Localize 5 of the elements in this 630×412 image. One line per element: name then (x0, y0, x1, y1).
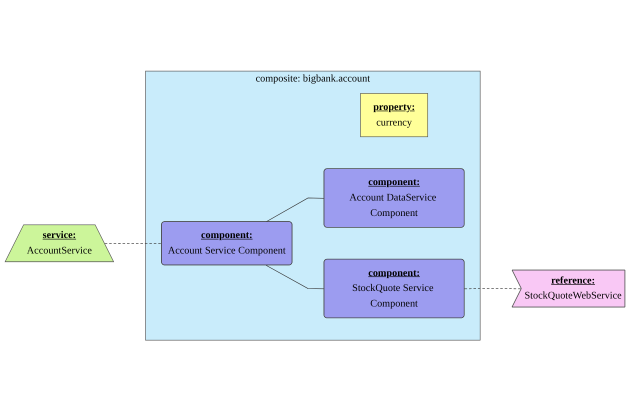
node-box: property: currency (360, 93, 428, 138)
connector (104, 243, 162, 244)
connector (266, 265, 325, 290)
connector (464, 288, 522, 290)
connector (266, 198, 325, 223)
